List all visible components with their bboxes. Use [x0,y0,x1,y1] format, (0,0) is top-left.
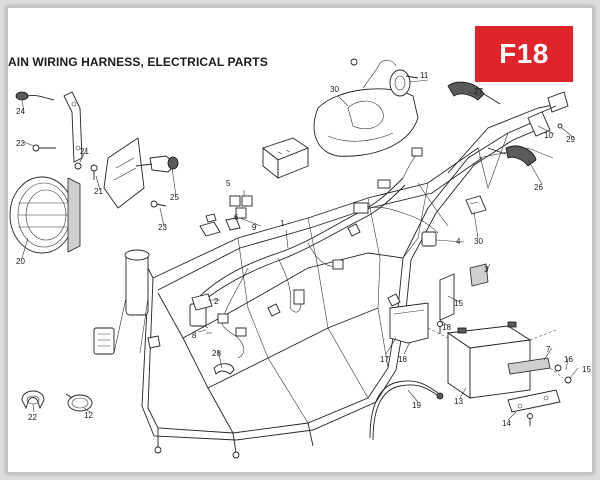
callout-15b: 15 [582,365,591,374]
callout-19: 19 [412,401,421,410]
screws-front [32,144,167,208]
callout-15a: 15 [454,299,463,308]
callout-12: 12 [84,411,93,420]
callout-30a: 30 [330,85,339,94]
callout-1: 1 [280,219,285,228]
callout-26: 26 [534,183,543,192]
callout-30b: 30 [474,237,483,246]
callout-9: 9 [252,223,257,232]
callout-29: 29 [566,135,575,144]
callout-11: 11 [420,71,429,80]
exploded-parts-drawing: 1 2 3 4 5 6 7 8 9 10 11 12 13 14 15 15 1… [9,58,591,459]
callout-17: 17 [380,355,389,364]
callout-18b: 18 [442,323,451,332]
battery-cable [369,380,444,441]
fuse-box [262,137,309,179]
callout-labels: 1 2 3 4 5 6 7 8 9 10 11 12 13 14 15 15 1… [16,71,591,428]
callout-22: 22 [28,413,37,422]
relays [199,195,253,237]
diagram-title: AIN WIRING HARNESS, ELECTRICAL PARTS [8,55,268,69]
air-box [313,58,419,157]
callout-23a: 23 [16,139,25,148]
callout-5: 5 [226,179,231,188]
callout-6: 6 [234,213,239,222]
callout-10: 10 [544,131,553,140]
headlight [9,176,81,254]
callout-14: 14 [502,419,511,428]
callout-20: 20 [16,257,25,266]
horn [389,69,419,97]
callout-25: 25 [170,193,179,202]
callout-24: 24 [16,107,25,116]
clamps [21,390,93,412]
callout-23b: 23 [158,223,167,232]
callout-13: 13 [454,397,463,406]
callout-28: 28 [212,349,221,358]
callout-3: 3 [484,265,489,274]
callout-8: 8 [192,331,197,340]
ignition-parts [93,293,235,375]
battery-assembly [389,273,572,426]
callout-21a: 21 [80,147,89,156]
main-wiring-harness [189,147,449,359]
callout-18a: 18 [398,355,407,364]
callout-2: 2 [214,297,219,306]
diagram-frame: AIN WIRING HARNESS, ELECTRICAL PARTS F18 [6,6,594,474]
callout-7: 7 [546,345,551,354]
callout-16: 16 [564,355,573,364]
callout-21b: 21 [94,187,103,196]
regulator-parts [421,195,489,287]
indicator-bracket [103,137,179,209]
motorcycle-frame [113,102,564,459]
callout-27: 27 [474,87,483,96]
headlight-bracket [15,91,83,163]
section-code-badge: F18 [475,26,573,82]
